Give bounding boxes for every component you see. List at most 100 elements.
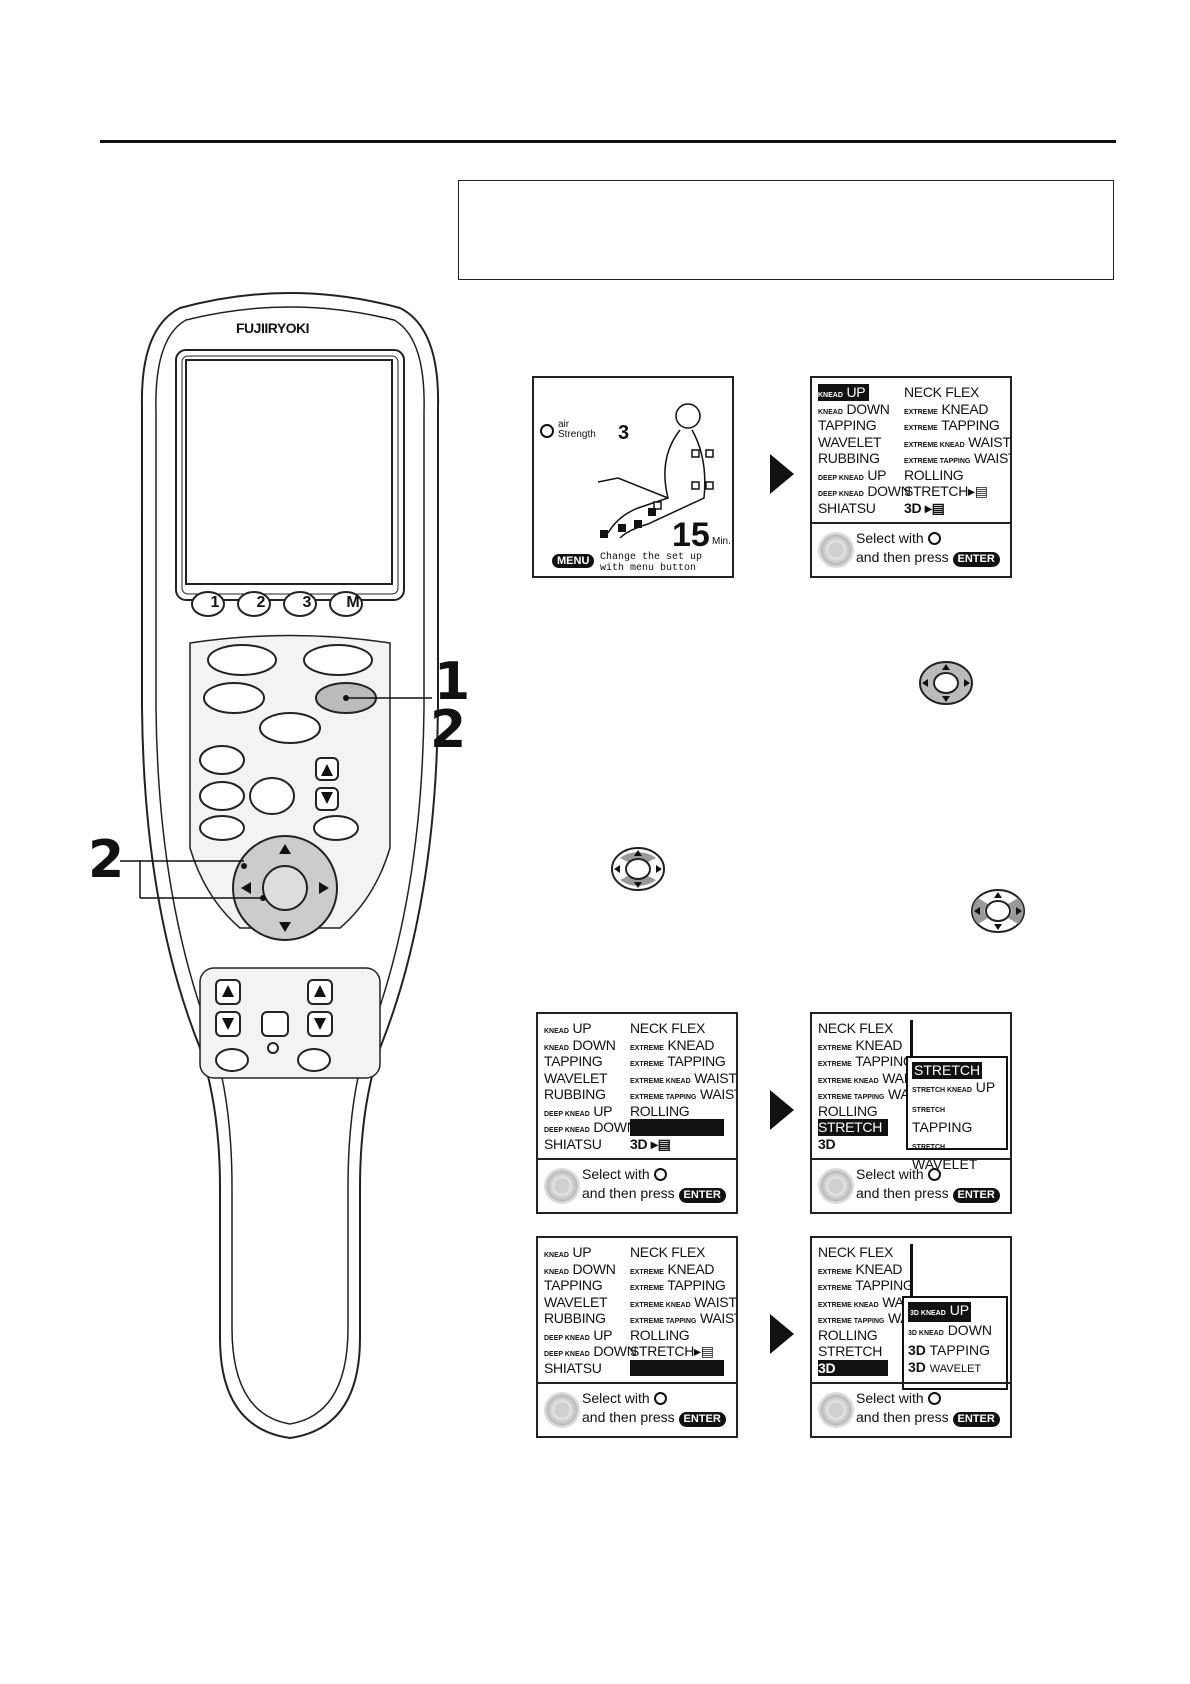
- popup-item[interactable]: 3D KNEAD UP: [908, 1302, 972, 1322]
- preset-button-2[interactable]: 2: [256, 594, 266, 611]
- menu-item-extreme-knead[interactable]: EXTREME KNEAD: [904, 400, 989, 417]
- menu-item-wavelet[interactable]: WAVELET: [818, 433, 882, 450]
- footer-text: Select with and then press ENTER: [582, 1165, 726, 1203]
- menu-item[interactable]: NECK FLEX: [630, 1020, 706, 1036]
- menu-item[interactable]: STRETCH▸▤: [630, 1343, 714, 1359]
- menu-item[interactable]: EXTREME TAPPING WAIST: [630, 1086, 736, 1102]
- popup-item[interactable]: STRETCH WAVELET: [912, 1144, 978, 1172]
- menu-item[interactable]: EXTREME KNEAD: [818, 1260, 903, 1277]
- menu-right-column: NECK FLEX EXTREME KNEAD EXTREME TAPPING …: [630, 1020, 737, 1152]
- menu-item-rubbing[interactable]: RUBBING: [818, 450, 880, 466]
- timer-unit: Min.: [712, 536, 731, 547]
- menu-item[interactable]: DEEP KNEAD DOWN: [544, 1343, 637, 1359]
- menu-item[interactable]: KNEAD UP: [544, 1020, 592, 1036]
- menu-item[interactable]: DEEP KNEAD UP: [544, 1326, 613, 1343]
- preset-button-1[interactable]: 1: [210, 594, 220, 611]
- menu-item[interactable]: STRETCH: [818, 1343, 883, 1359]
- menu-item[interactable]: NECK FLEX: [630, 1244, 706, 1260]
- popup-item[interactable]: 3D TAPPING: [908, 1342, 990, 1358]
- enter-badge: ENTER: [678, 1188, 726, 1203]
- menu-left-column: KNEAD UP KNEAD DOWN TAPPING WAVELET RUBB…: [544, 1020, 637, 1152]
- menu-item[interactable]: KNEAD DOWN: [544, 1036, 616, 1053]
- timer-value: 15: [672, 516, 710, 554]
- menu-item[interactable]: 3D ▸▤: [630, 1135, 671, 1152]
- preset-button-labels: 1 2 3 M: [200, 594, 440, 612]
- screen-home: air Strength 3 15 Min. MENU Change the s…: [532, 376, 734, 578]
- menu-item-stretch[interactable]: STRETCH▸▤: [904, 483, 988, 499]
- menu-item[interactable]: WAVELET: [544, 1293, 608, 1310]
- menu-item[interactable]: TAPPING: [544, 1277, 603, 1293]
- menu-item[interactable]: DEEP KNEAD UP: [544, 1102, 613, 1119]
- menu-item-3d[interactable]: 3D ▸▤: [904, 499, 945, 516]
- menu-item[interactable]: 3D: [818, 1135, 836, 1152]
- menu-item[interactable]: EXTREME KNEAD: [630, 1036, 715, 1053]
- popup-item[interactable]: STRETCH: [912, 1062, 983, 1079]
- screen-3d-submenu: NECK FLEX EXTREME KNEAD EXTREME TAPPING …: [810, 1236, 1012, 1438]
- footer-text: Select with and then press ENTER: [856, 1165, 1000, 1203]
- menu-item[interactable]: EXTREME TAPPING: [818, 1053, 914, 1069]
- screen-footer: Select with and then press ENTER: [538, 1158, 736, 1212]
- menu-item-deep-knead-up[interactable]: DEEP KNEAD UP: [818, 466, 887, 483]
- menu-item[interactable]: TAPPING: [544, 1053, 603, 1069]
- menu-item[interactable]: RUBBING: [544, 1086, 606, 1102]
- menu-item[interactable]: NECK FLEX: [818, 1020, 894, 1036]
- screen-menu-stretch-selected: KNEAD UP KNEAD DOWN TAPPING WAVELET RUBB…: [536, 1012, 738, 1214]
- enter-badge: ENTER: [952, 552, 1000, 567]
- menu-item-extreme-tapping[interactable]: EXTREME TAPPING: [904, 417, 1000, 433]
- menu-item-3d-highlight[interactable]: [630, 1359, 724, 1376]
- menu-item[interactable]: DEEP KNEAD DOWN: [544, 1119, 637, 1135]
- step-arrow-3: [770, 1314, 794, 1354]
- menu-item[interactable]: EXTREME TAPPING: [630, 1053, 726, 1069]
- menu-item-deep-knead-down[interactable]: DEEP KNEAD DOWN: [818, 483, 911, 499]
- menu-item[interactable]: EXTREME TAPPING WAIST: [630, 1310, 736, 1326]
- screen-footer: Select with and then press ENTER: [812, 1158, 1010, 1212]
- enter-badge: ENTER: [678, 1412, 726, 1427]
- menu-item-3d-selected[interactable]: 3D: [818, 1359, 888, 1376]
- menu-item[interactable]: EXTREME KNEAD: [630, 1260, 715, 1277]
- menu-item[interactable]: ROLLING: [630, 1102, 690, 1119]
- screen-stretch-submenu: NECK FLEX EXTREME KNEAD EXTREME TAPPING …: [810, 1012, 1012, 1214]
- menu-item[interactable]: KNEAD UP: [544, 1244, 592, 1260]
- menu-item[interactable]: ROLLING: [630, 1326, 690, 1343]
- menu-item-shiatsu[interactable]: SHIATSU: [818, 499, 876, 516]
- menu-item[interactable]: RUBBING: [544, 1310, 606, 1326]
- menu-item[interactable]: EXTREME KNEAD WAIST: [630, 1069, 737, 1086]
- menu-item-extreme-tapping-waist[interactable]: EXTREME TAPPING WAIST: [904, 450, 1010, 466]
- menu-right-column: NECK FLEX EXTREME KNEAD EXTREME TAPPING …: [904, 384, 1011, 516]
- menu-item[interactable]: EXTREME TAPPING: [818, 1277, 914, 1293]
- dpad-icon-leftright: [971, 889, 1025, 933]
- menu-item-tapping[interactable]: TAPPING: [818, 417, 877, 433]
- menu-item-knead-down[interactable]: KNEAD DOWN: [818, 400, 890, 417]
- popup-item[interactable]: STRETCH KNEAD UP: [912, 1079, 996, 1095]
- menu-item[interactable]: ROLLING: [818, 1102, 878, 1119]
- menu-item[interactable]: EXTREME KNEAD: [818, 1036, 903, 1053]
- dpad-ring-icon: [653, 1168, 667, 1181]
- menu-item-extreme-knead-waist[interactable]: EXTREME KNEAD WAIST: [904, 433, 1011, 450]
- scroll-divider: [910, 1244, 913, 1296]
- menu-item[interactable]: WAVELET: [544, 1069, 608, 1086]
- header-rule: [100, 140, 1116, 143]
- screen-menu: KNEAD UP KNEAD DOWN TAPPING WAVELET RUBB…: [810, 376, 1012, 578]
- dpad-dots-icon: [544, 1392, 580, 1428]
- menu-item[interactable]: EXTREME KNEAD WAIST: [630, 1293, 737, 1310]
- menu-item-stretch-selected[interactable]: STRETCH: [818, 1119, 888, 1136]
- menu-left-column: KNEAD UP KNEAD DOWN TAPPING WAVELET RUBB…: [818, 384, 911, 516]
- stretch-popup: STRETCH STRETCH KNEAD UP STRETCH TAPPING…: [906, 1056, 1008, 1172]
- menu-item[interactable]: KNEAD DOWN: [544, 1260, 616, 1277]
- menu-item-knead-up[interactable]: KNEAD UP: [818, 384, 870, 401]
- popup-item[interactable]: 3D KNEAD DOWN: [908, 1322, 993, 1338]
- popup-item[interactable]: STRETCH TAPPING: [912, 1107, 973, 1135]
- menu-item[interactable]: ROLLING: [818, 1326, 878, 1343]
- menu-item-stretch-highlight[interactable]: [630, 1119, 724, 1136]
- menu-item-rolling[interactable]: ROLLING: [904, 466, 964, 483]
- menu-item[interactable]: EXTREME TAPPING: [630, 1277, 726, 1293]
- menu-item-neck-flex[interactable]: NECK FLEX: [904, 384, 980, 400]
- memory-button[interactable]: M: [346, 594, 360, 611]
- menu-item[interactable]: NECK FLEX: [818, 1244, 894, 1260]
- callout-2-left: 2: [88, 830, 125, 890]
- preset-button-3[interactable]: 3: [302, 594, 312, 611]
- menu-item[interactable]: SHIATSU: [544, 1135, 602, 1152]
- popup-item[interactable]: 3D WAVELET: [908, 1359, 982, 1375]
- 3d-popup: 3D KNEAD UP 3D KNEAD DOWN 3D TAPPING 3D …: [902, 1296, 1008, 1390]
- menu-item[interactable]: SHIATSU: [544, 1359, 602, 1376]
